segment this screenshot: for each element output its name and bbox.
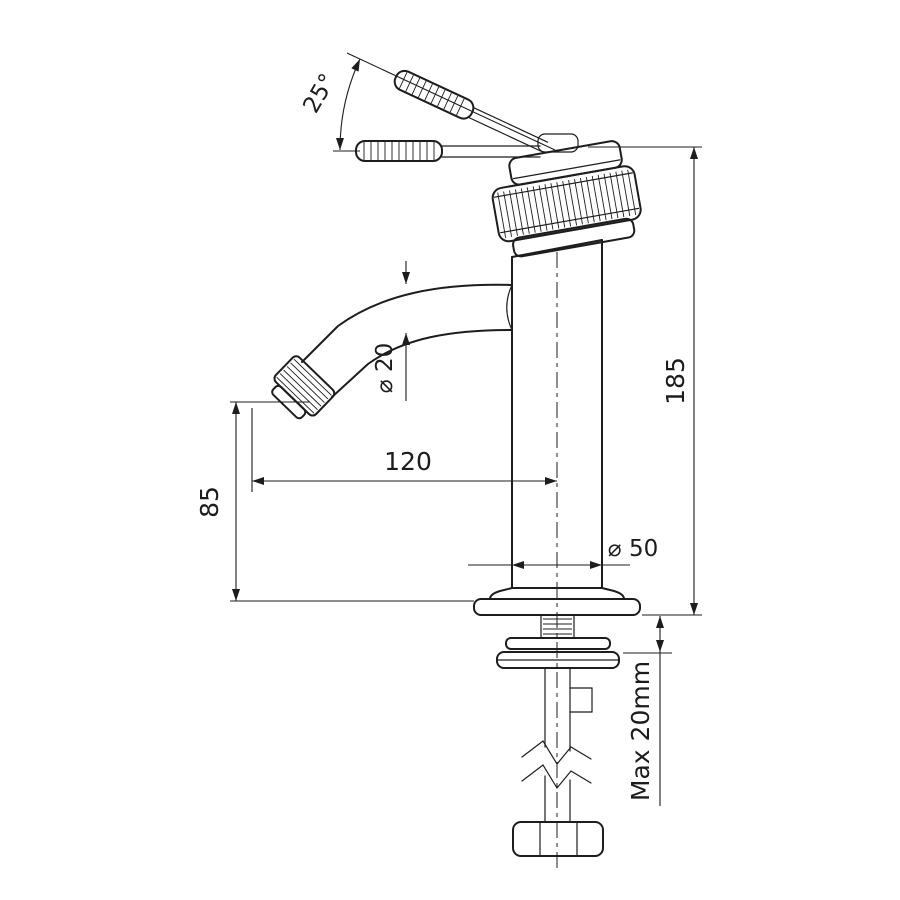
dim-base-diameter: ⌀ 50 [468, 536, 658, 569]
mounting-shank [496, 614, 620, 669]
dim-overall-height: 185 [588, 146, 702, 616]
dim-max-deck-thickness: Max 20mm [623, 616, 672, 806]
base-flange [473, 587, 641, 616]
aerator-outlet [271, 355, 336, 420]
handle-lever-horizontal [355, 140, 541, 162]
handle-lever-raised [393, 69, 549, 153]
dim-label-max-deck-thickness: Max 20mm [626, 661, 655, 801]
dim-label-base-diameter: ⌀ 50 [608, 536, 658, 562]
dim-label-handle-angle: 25° [298, 69, 341, 117]
dim-spout-diameter: ⌀ 20 [372, 261, 410, 401]
dim-label-spout-diameter: ⌀ 20 [372, 343, 398, 393]
dim-spout-reach: 120 [251, 408, 557, 492]
dim-label-spout-reach: 120 [384, 447, 432, 476]
lever-pivot-dome [537, 133, 579, 153]
knurled-cap [491, 140, 642, 258]
spout [301, 283, 513, 398]
break-lines [521, 740, 592, 790]
dim-label-overall-height: 185 [661, 357, 690, 405]
hose-connector-tab [569, 687, 593, 713]
faucet-body [511, 239, 603, 589]
mounting-nut [512, 821, 604, 857]
dim-label-outlet-height: 85 [195, 486, 224, 518]
mounting-washer-upper [505, 637, 611, 650]
threaded-rod [544, 667, 593, 823]
dim-outlet-height: 85 [195, 401, 474, 602]
